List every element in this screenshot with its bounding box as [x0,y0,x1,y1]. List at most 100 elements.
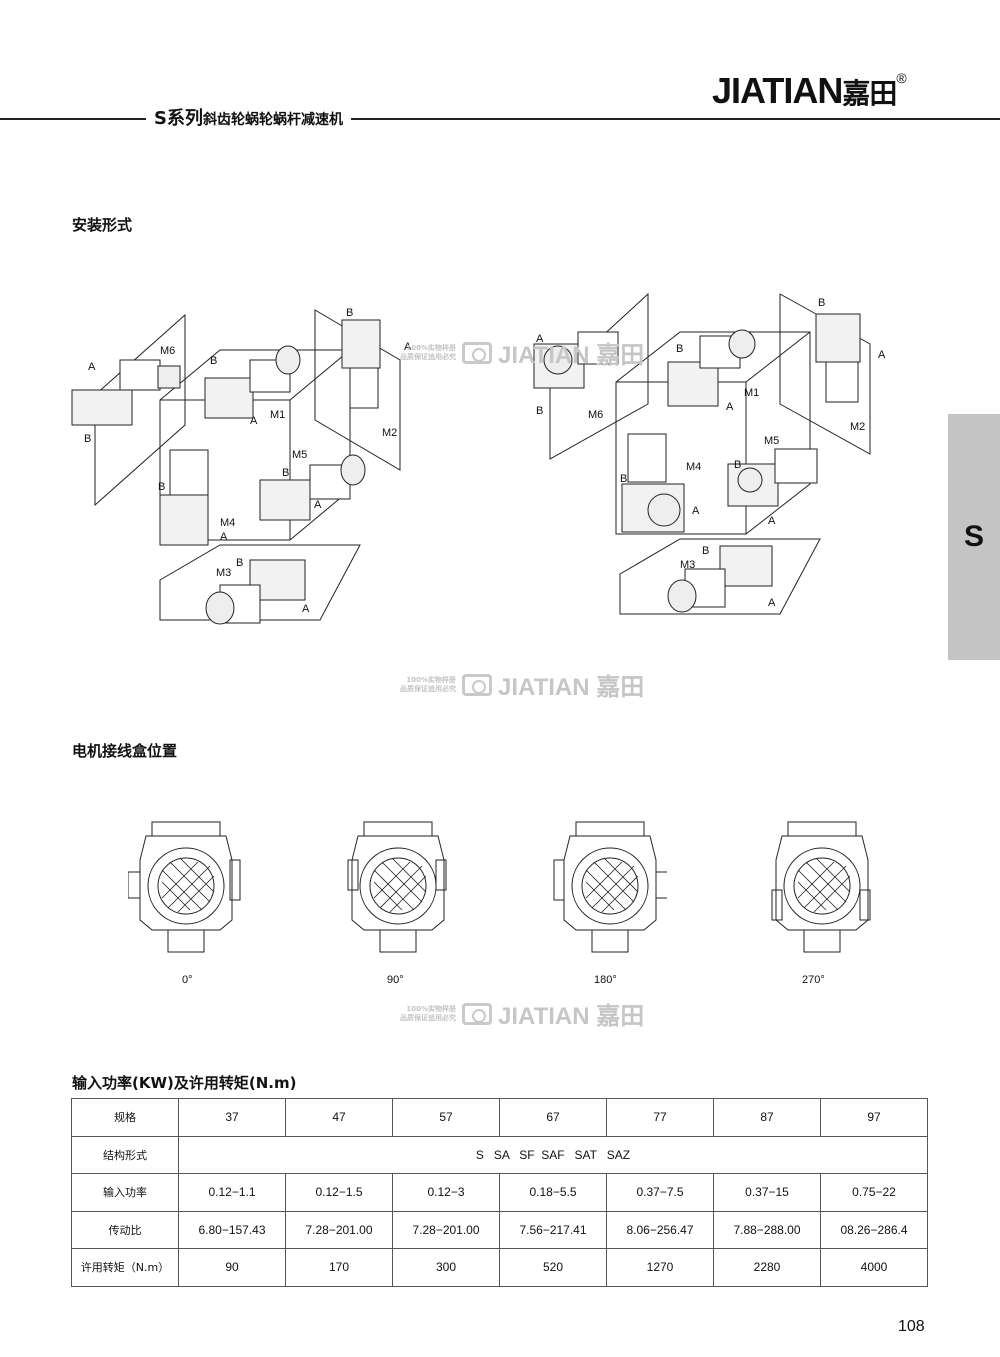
camera-icon [462,341,492,364]
series-title-main: S系列 [154,108,203,129]
svg-text:B: B [282,467,289,479]
ratio-cell: 7.28−201.00 [285,1210,393,1249]
label-m4-right: M4 [686,461,701,473]
mounting-diagram-right: M6 A B M1 B A M2 B A M5 B A M4 B A M3 B … [520,284,900,654]
section-tab: S [948,414,1000,660]
label-m3-left: M3 [216,567,231,579]
row-header-size: 规格 [71,1098,179,1137]
size-cell: 67 [499,1098,607,1137]
table-row: 传动比 6.80−157.43 7.28−201.00 7.28−201.00 … [71,1210,928,1249]
label-m4-left: M4 [220,517,235,529]
torque-cell: 1270 [606,1248,714,1287]
svg-text:A: A [692,505,700,517]
terminal-box-0 [128,820,243,960]
svg-text:A: A [88,361,96,373]
svg-text:B: B [536,405,543,417]
torque-cell: 2280 [713,1248,821,1287]
series-title: S系列斜齿轮蜗轮蜗杆减速机 [146,104,351,130]
svg-text:A: A [726,401,734,413]
svg-text:B: B [676,343,683,355]
table-row: 许用转矩（N.m） 90 170 300 520 1270 2280 4000 [71,1248,928,1287]
size-cell: 87 [713,1098,821,1137]
table-row: 规格 37 47 57 67 77 87 97 [71,1098,928,1137]
ratio-cell: 7.56−217.41 [499,1210,607,1249]
mounting-diagram-left: M6 A B M1 B A M2 B A M5 A B M4 B A M3 B … [60,290,420,660]
page-number: 108 [898,1318,925,1335]
header-rule [0,118,1000,120]
torque-cell: 4000 [820,1248,928,1287]
label-m6-left: M6 [160,345,175,357]
table-row: 输入功率 0.12−1.1 0.12−1.5 0.12−3 0.18−5.5 0… [71,1173,928,1212]
label-m2-right: M2 [850,421,865,433]
power-cell: 0.37−7.5 [606,1173,714,1212]
size-cell: 77 [606,1098,714,1137]
size-cell: 37 [178,1098,286,1137]
label-m3-right: M3 [680,559,695,571]
svg-text:A: A [768,597,776,609]
angle-label-270: 270° [802,974,825,986]
watermark: 100%实物样册品质保证追用必究 JIATIAN 嘉田 [400,1002,645,1030]
label-m2-left: M2 [382,427,397,439]
terminal-box-270 [764,820,879,960]
label-m5-left: M5 [292,449,307,461]
ratio-cell: 7.88−288.00 [713,1210,821,1249]
svg-text:B: B [210,355,217,367]
mounting-section-title: 安装形式 [72,216,133,234]
svg-text:A: A [768,515,776,527]
terminal-box-180 [552,820,667,960]
power-cell: 0.12−1.5 [285,1173,393,1212]
power-cell: 0.12−1.1 [178,1173,286,1212]
size-cell: 57 [392,1098,500,1137]
angle-label-90: 90° [387,974,404,986]
label-m6-right: M6 [588,409,603,421]
svg-text:B: B [236,557,243,569]
power-cell: 0.37−15 [713,1173,821,1212]
row-header-structure: 结构形式 [71,1135,179,1174]
cube-outline [615,331,811,535]
watermark: 100%实物样册品质保证追用必究 JIATIAN 嘉田 [400,673,645,701]
brand-logo: JIATIAN嘉田® [708,70,910,112]
svg-text:B: B [818,297,825,309]
brand-latin: JIATIAN [712,70,843,111]
size-cell: 47 [285,1098,393,1137]
power-cell: 0.12−3 [392,1173,500,1212]
ratio-cell: 08.26−286.4 [820,1210,928,1249]
row-header-ratio: 传动比 [71,1210,179,1249]
row-header-torque: 许用转矩（N.m） [71,1248,179,1287]
ratio-cell: 8.06−256.47 [606,1210,714,1249]
svg-text:A: A [404,341,412,353]
series-title-sub: 斜齿轮蜗轮蜗杆减速机 [202,112,343,128]
label-m5-right: M5 [764,435,779,447]
svg-text:A: A [314,499,322,511]
label-m1-right: M1 [744,387,759,399]
svg-text:B: B [734,459,741,471]
terminal-box-90 [340,820,455,960]
watermark: 100%实物样册品质保证追用必究 JIATIAN 嘉田 [400,341,645,369]
svg-text:B: B [620,473,627,485]
svg-text:A: A [220,531,228,543]
angle-label-180: 180° [594,974,617,986]
ratio-cell: 7.28−201.00 [392,1210,500,1249]
svg-text:A: A [250,415,258,427]
registered-mark: ® [896,70,906,86]
section-tab-label: S [963,520,984,553]
svg-text:A: A [536,333,544,345]
ratio-cell: 6.80−157.43 [178,1210,286,1249]
svg-text:B: B [84,433,91,445]
structure-cell: S SA SF SAF SAT SAZ [178,1135,928,1174]
camera-icon [462,1002,492,1025]
brand-cn: 嘉田 [842,77,897,110]
torque-cell: 300 [392,1248,500,1287]
size-cell: 97 [820,1098,928,1137]
camera-icon [462,673,492,696]
svg-text:B: B [702,545,709,557]
table-row: 结构形式 S SA SF SAF SAT SAZ [71,1135,928,1174]
spec-table: 规格 37 47 57 67 77 87 97 结构形式 S SA SF SAF… [71,1098,928,1287]
table-section-title: 输入功率(KW)及许用转矩(N.m) [72,1074,297,1092]
label-m1-left: M1 [270,409,285,421]
power-cell: 0.75−22 [820,1173,928,1212]
torque-cell: 520 [499,1248,607,1287]
angle-label-0: 0° [182,974,193,986]
terminal-box-section-title: 电机接线盒位置 [72,742,178,760]
svg-text:A: A [878,349,886,361]
